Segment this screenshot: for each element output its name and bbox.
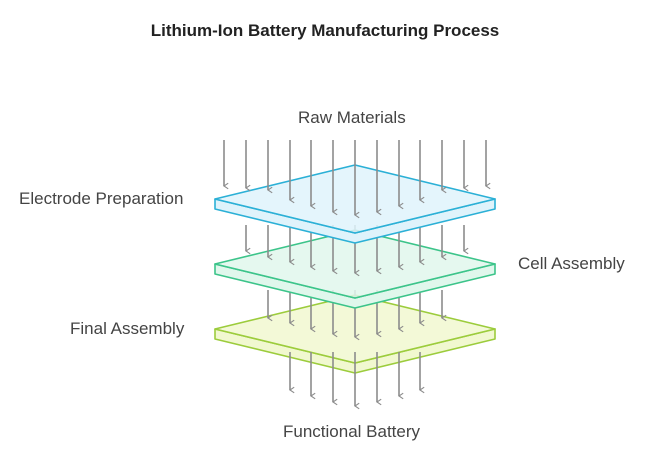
diagram-title: Lithium-Ion Battery Manufacturing Proces… <box>150 21 500 40</box>
label-electrode-preparation: Electrode Preparation <box>19 189 184 208</box>
label-functional-battery: Functional Battery <box>283 422 421 441</box>
label-raw-materials: Raw Materials <box>298 108 406 127</box>
arrows-output-group <box>288 352 425 410</box>
label-final-assembly: Final Assembly <box>70 319 185 338</box>
label-cell-assembly: Cell Assembly <box>518 254 625 273</box>
arrows-input-group <box>222 140 491 219</box>
